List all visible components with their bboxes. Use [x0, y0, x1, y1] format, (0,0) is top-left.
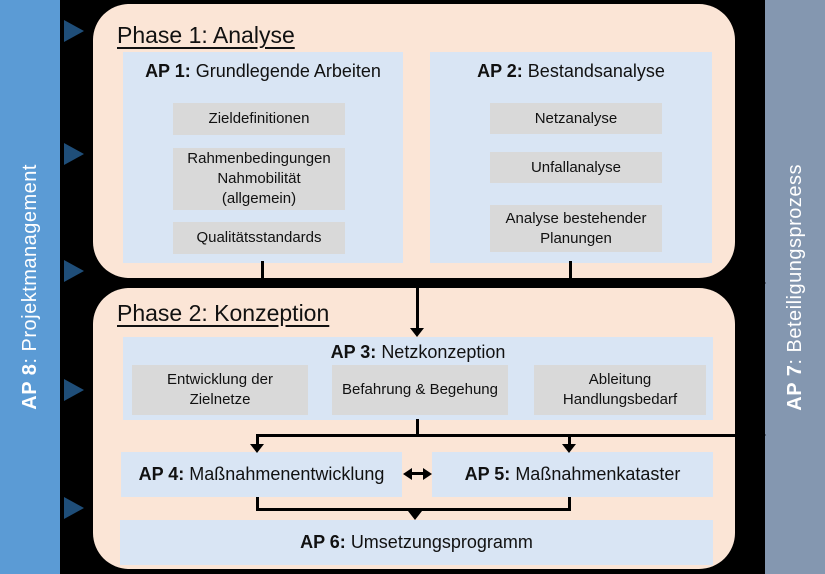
- ap4-box: AP 4: Maßnahmenentwicklung: [121, 452, 402, 497]
- flow-arrow-icon: [64, 379, 84, 401]
- ap4-header: AP 4: Maßnahmenentwicklung: [121, 452, 402, 497]
- arrowhead-down-icon: [410, 328, 424, 337]
- item-befahrung-begehung: Befahrung & Begehung: [332, 365, 508, 415]
- flow-arrow-icon: [64, 143, 84, 165]
- arrowhead-down-icon: [408, 511, 422, 520]
- ap1-header: AP 1: Grundlegende Arbeiten: [123, 61, 403, 82]
- ap6-box: AP 6: Umsetzungsprogramm: [120, 520, 713, 565]
- arrowhead-right-icon: [757, 429, 766, 441]
- ap2-box: AP 2: Bestandsanalyse Netzanalyse Unfall…: [430, 52, 712, 263]
- connector-line-ap1-down: [261, 261, 264, 279]
- ap3-header: AP 3: Netzkonzeption: [123, 342, 713, 363]
- ap4-header-text: Maßnahmenentwicklung: [189, 464, 385, 484]
- ap5-header: AP 5: Maßnahmenkataster: [432, 452, 713, 497]
- ap7-beteiligungsprozess-bar: AP 7: Beteiligungsprozess: [765, 0, 825, 574]
- item-ableitung-handlungsbedarf: Ableitung Handlungsbedarf: [534, 365, 706, 415]
- ap4-header-prefix: AP 4:: [138, 464, 185, 484]
- item-entwicklung-zielnetze: Entwicklung der Zielnetze: [132, 365, 308, 415]
- item-analyse-planungen: Analyse bestehender Planungen: [490, 205, 662, 252]
- ap6-header: AP 6: Umsetzungsprogramm: [120, 520, 713, 565]
- ap8-label: AP 8: Projektmanagement: [19, 164, 42, 410]
- item-rahmenbedingungen: Rahmenbedingungen Nahmobilität (allgemei…: [173, 148, 345, 210]
- item-zieldefinitionen: Zieldefinitionen: [173, 103, 345, 135]
- ap6-header-text: Umsetzungsprogramm: [350, 532, 533, 552]
- flow-arrow-icon: [64, 497, 84, 519]
- ap8-projektmanagement-bar: AP 8: Projektmanagement: [0, 0, 60, 574]
- flow-arrow-icon: [64, 20, 84, 42]
- connector-line-ap5-down: [568, 497, 571, 511]
- ap5-header-text: Maßnahmenkataster: [515, 464, 681, 484]
- ap7-label-text: : Beteiligungsprozess: [783, 163, 806, 365]
- ap5-box: AP 5: Maßnahmenkataster: [432, 452, 713, 497]
- ap3-header-prefix: AP 3:: [330, 342, 377, 362]
- connector-line-branch: [258, 434, 758, 437]
- ap2-header-prefix: AP 2:: [477, 61, 523, 81]
- connector-line-into-ap4: [256, 434, 259, 446]
- ap2-header: AP 2: Bestandsanalyse: [430, 61, 712, 82]
- arrowhead-right-icon: [757, 277, 766, 289]
- item-netzanalyse: Netzanalyse: [490, 103, 662, 134]
- ap7-label: AP 7: Beteiligungsprozess: [784, 164, 807, 411]
- connector-line-ap3-down: [416, 419, 419, 436]
- arrowhead-right-icon: [423, 468, 432, 480]
- connector-line-ap4-ap5: [410, 472, 425, 475]
- flow-arrow-icon: [64, 260, 84, 282]
- connector-line-into-ap5: [568, 434, 571, 446]
- ap8-label-prefix: AP 8: [18, 363, 41, 410]
- ap7-label-prefix: AP 7: [783, 364, 806, 411]
- ap3-header-text: Netzkonzeption: [381, 342, 506, 362]
- ap1-header-text: Grundlegende Arbeiten: [195, 61, 381, 81]
- arrowhead-down-icon: [250, 444, 264, 453]
- ap1-box: AP 1: Grundlegende Arbeiten Zieldefiniti…: [123, 52, 403, 263]
- connector-line-ap2-down: [569, 261, 572, 279]
- phase2-title: Phase 2: Konzeption: [117, 300, 330, 326]
- ap2-header-text: Bestandsanalyse: [527, 61, 665, 81]
- phase1-title: Phase 1: Analyse: [117, 22, 295, 48]
- ap1-header-prefix: AP 1:: [145, 61, 191, 81]
- connector-line-ap4-down: [256, 497, 259, 511]
- ap6-header-prefix: AP 6:: [300, 532, 346, 552]
- phase1-panel: Phase 1: Analyse AP 1: Grundlegende Arbe…: [93, 4, 735, 278]
- connector-line-merge: [256, 508, 571, 511]
- arrowhead-left-icon: [403, 468, 412, 480]
- arrowhead-down-icon: [562, 444, 576, 453]
- ap5-header-prefix: AP 5:: [464, 464, 511, 484]
- ap8-label-text: : Projektmanagement: [18, 164, 41, 364]
- item-qualitaetsstandards: Qualitätsstandards: [173, 222, 345, 254]
- item-unfallanalyse: Unfallanalyse: [490, 152, 662, 183]
- ap3-box: AP 3: Netzkonzeption Entwicklung der Zie…: [123, 337, 713, 420]
- connector-line-into-ap3: [416, 288, 419, 330]
